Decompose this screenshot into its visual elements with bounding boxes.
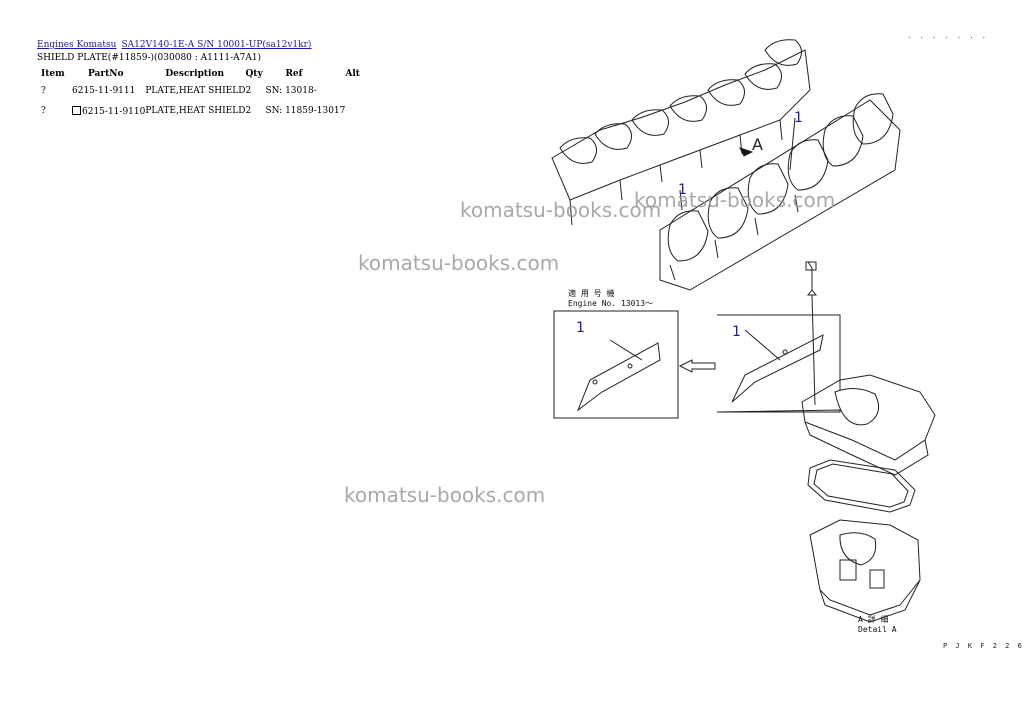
header-alt: Alt (345, 68, 360, 79)
engine-bank-upper (551, 39, 811, 226)
cell-ref: SN: 11859-13017 (265, 106, 346, 116)
callout-1-detail-new: 1 (576, 320, 585, 336)
breadcrumb-link-model[interactable]: SA12V140-1E-A S/N 10001-UP(sa12v1kr) (121, 40, 312, 50)
detail-box-old (716, 314, 841, 413)
top-right-code: · · · · · · · (907, 34, 988, 42)
header-description: Description (165, 68, 224, 79)
watermark-text: komatsu-books.com (460, 198, 662, 222)
watermark-text: komatsu-books.com (344, 483, 546, 507)
checkbox-icon (72, 105, 81, 115)
header-partno: PartNo (88, 68, 124, 79)
lower-housing (809, 519, 921, 616)
cell-item: ? (41, 106, 46, 116)
header-ref: Ref (285, 68, 303, 79)
cell-description: PLATE,HEAT SHIELD (145, 106, 246, 116)
drawing-code: P J K F 2 2 6 (943, 642, 1024, 650)
gasket (807, 459, 916, 513)
cell-item: ? (41, 86, 46, 96)
cell-alt (345, 101, 375, 121)
detail-label-jp: A 詳 細 (858, 614, 888, 624)
callout-1-overview-bottom: 1 (678, 182, 687, 198)
head-cover (801, 374, 936, 461)
breadcrumb-link-engines[interactable]: Engines Komatsu (37, 40, 117, 50)
detail-box-new (553, 310, 679, 419)
parts-table: Item PartNo Description Qty Ref Alt ? 62… (37, 66, 375, 121)
cell-partno: 6215-11-9110 (72, 101, 145, 121)
cell-qty: 2 (245, 106, 252, 116)
watermark-text: komatsu-books.com (634, 188, 836, 212)
cell-ref: SN: 13018- (265, 86, 317, 96)
header-qty: Qty (245, 68, 263, 79)
cell-partno-text: 6215-11-9110 (82, 106, 146, 117)
applicable-label-jp: 適 用 号 機 (568, 288, 614, 298)
table-row: ? 6215-11-9110 PLATE,HEAT SHIELD 2 SN: 1… (37, 101, 375, 121)
arrow-left-icon (678, 359, 716, 373)
cell-alt (345, 81, 375, 101)
callout-1-overview-top: 1 (794, 110, 803, 126)
detail-label-en: Detail A (858, 625, 897, 634)
engine-number-label: Engine No. 13013～ (568, 299, 653, 308)
header-item: Item (41, 68, 65, 79)
callout-1-detail-old: 1 (732, 324, 741, 340)
watermark-text: komatsu-books.com (358, 251, 560, 275)
callout-a: A (752, 135, 763, 154)
table-header-row: Item PartNo Description Qty Ref Alt (37, 66, 375, 81)
table-row: ? 6215-11-9111 PLATE,HEAT SHIELD 2 SN: 1… (37, 81, 375, 101)
page-title: SHIELD PLATE(#11859-)(030080 : A1111-A7A… (37, 53, 262, 63)
breadcrumb: Engines Komatsu SA12V140-1E-A S/N 10001-U… (37, 40, 311, 50)
cell-description: PLATE,HEAT SHIELD (145, 86, 246, 96)
parts-diagram: 1 1 1 1 A 適 用 号 機 Engine No. 13013～ A 詳 … (551, 39, 936, 634)
engine-bank-lower (659, 93, 901, 291)
cell-qty: 2 (245, 86, 252, 96)
cell-partno: 6215-11-9111 (72, 86, 136, 96)
